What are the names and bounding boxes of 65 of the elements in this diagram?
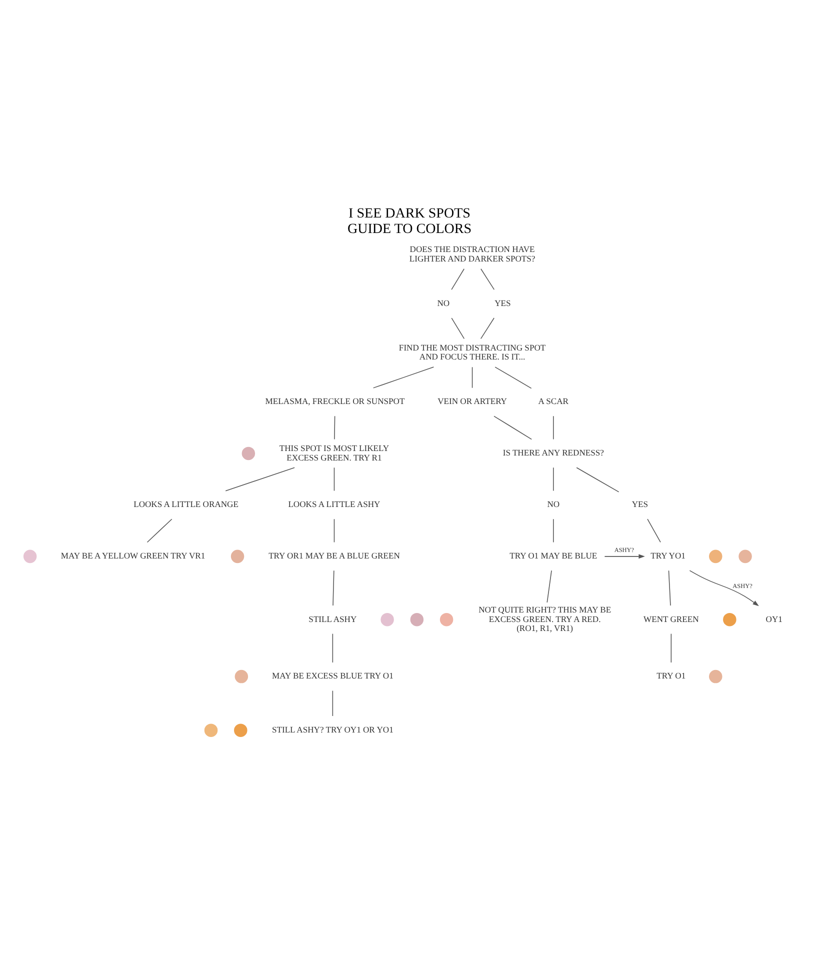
node-circle [204, 724, 218, 737]
node-text: OY1 [766, 614, 782, 624]
connector [334, 518, 335, 543]
connector [451, 318, 465, 340]
caption: GUIDE TO COLORS [347, 221, 472, 238]
node-text: MAY BE A YELLOW GREEN TRY VR1 [60, 550, 206, 561]
node-text: LOOKS A LITTLE ASHY [288, 499, 380, 510]
node-circle [23, 550, 37, 564]
node-circle [709, 550, 722, 564]
node-circle [380, 612, 394, 626]
node-text: TRY OR1 MAY BE A BLUE GREEN [268, 550, 400, 561]
connector [494, 366, 532, 389]
node-text: VEIN OR ARTERY [438, 396, 507, 406]
connector [334, 416, 336, 440]
connector [553, 467, 554, 492]
arrow [689, 570, 759, 606]
node-text: LOOKS A LITTLE ORANGE [134, 499, 238, 510]
connector [472, 366, 473, 388]
node-circle [242, 446, 256, 460]
connector [576, 467, 620, 492]
connector [451, 268, 464, 290]
node-text: STILL ASHY [308, 614, 357, 624]
node-circle [230, 550, 244, 564]
node-text: IS THERE ANY REDNESS? [502, 448, 604, 458]
connector [332, 633, 334, 663]
node-circle [709, 670, 722, 684]
node-text: YES [494, 298, 511, 308]
node-text: STILL ASHY? TRY OY1 OR YO1 [272, 724, 394, 735]
node-text: MAY BE EXCESS BLUE TRY O1 [272, 670, 394, 681]
connector [334, 467, 335, 492]
diagram-title: I SEE DARK SPOTS [348, 205, 470, 222]
connector [480, 268, 495, 290]
connector [668, 570, 671, 606]
node-circle [234, 670, 248, 684]
connector [546, 570, 552, 603]
node-text: TRY O1 [656, 670, 686, 681]
node-text: A SCAR [538, 396, 569, 406]
connector [647, 518, 661, 543]
node-text: FIND THE MOST DISTRACTING SPOT AND FOCUS THERE. IS IT... [398, 342, 546, 362]
connector [332, 690, 334, 716]
arrow [604, 554, 645, 559]
connector [225, 467, 295, 492]
node-text: YES [632, 499, 648, 510]
connector [553, 416, 554, 440]
node-text: TRY YO1 [650, 550, 686, 561]
node-text: THIS SPOT IS MOST LIKELY EXCESS GREEN. TRY R1 [279, 442, 390, 462]
node-text: DOES THE DISTRACTION HAVE LIGHTER AND DARKER SPOTS? [409, 244, 536, 264]
connector [553, 518, 554, 543]
node-text: MELASMA, FRECKLE OR SUNSPOT [265, 396, 405, 406]
connector [146, 518, 172, 543]
node-circle [723, 612, 736, 626]
node-text: TRY O1 MAY BE BLUE [510, 550, 598, 561]
node-circle [234, 724, 248, 737]
connector [372, 366, 434, 388]
node-text: NO [547, 499, 560, 510]
node-text: NO [437, 298, 450, 308]
connector [670, 633, 672, 663]
node-circle [410, 612, 424, 626]
node-text: NOT QUITE RIGHT? THIS MAY BE EXCESS GREEN. TRY A RED. (RO1, R1, VR1) [478, 604, 612, 634]
node-text: WENT GREEN [644, 614, 699, 624]
node-circle [738, 550, 752, 564]
connector [332, 570, 334, 606]
node-circle [440, 612, 454, 626]
connector [480, 318, 494, 340]
connector [494, 416, 532, 440]
